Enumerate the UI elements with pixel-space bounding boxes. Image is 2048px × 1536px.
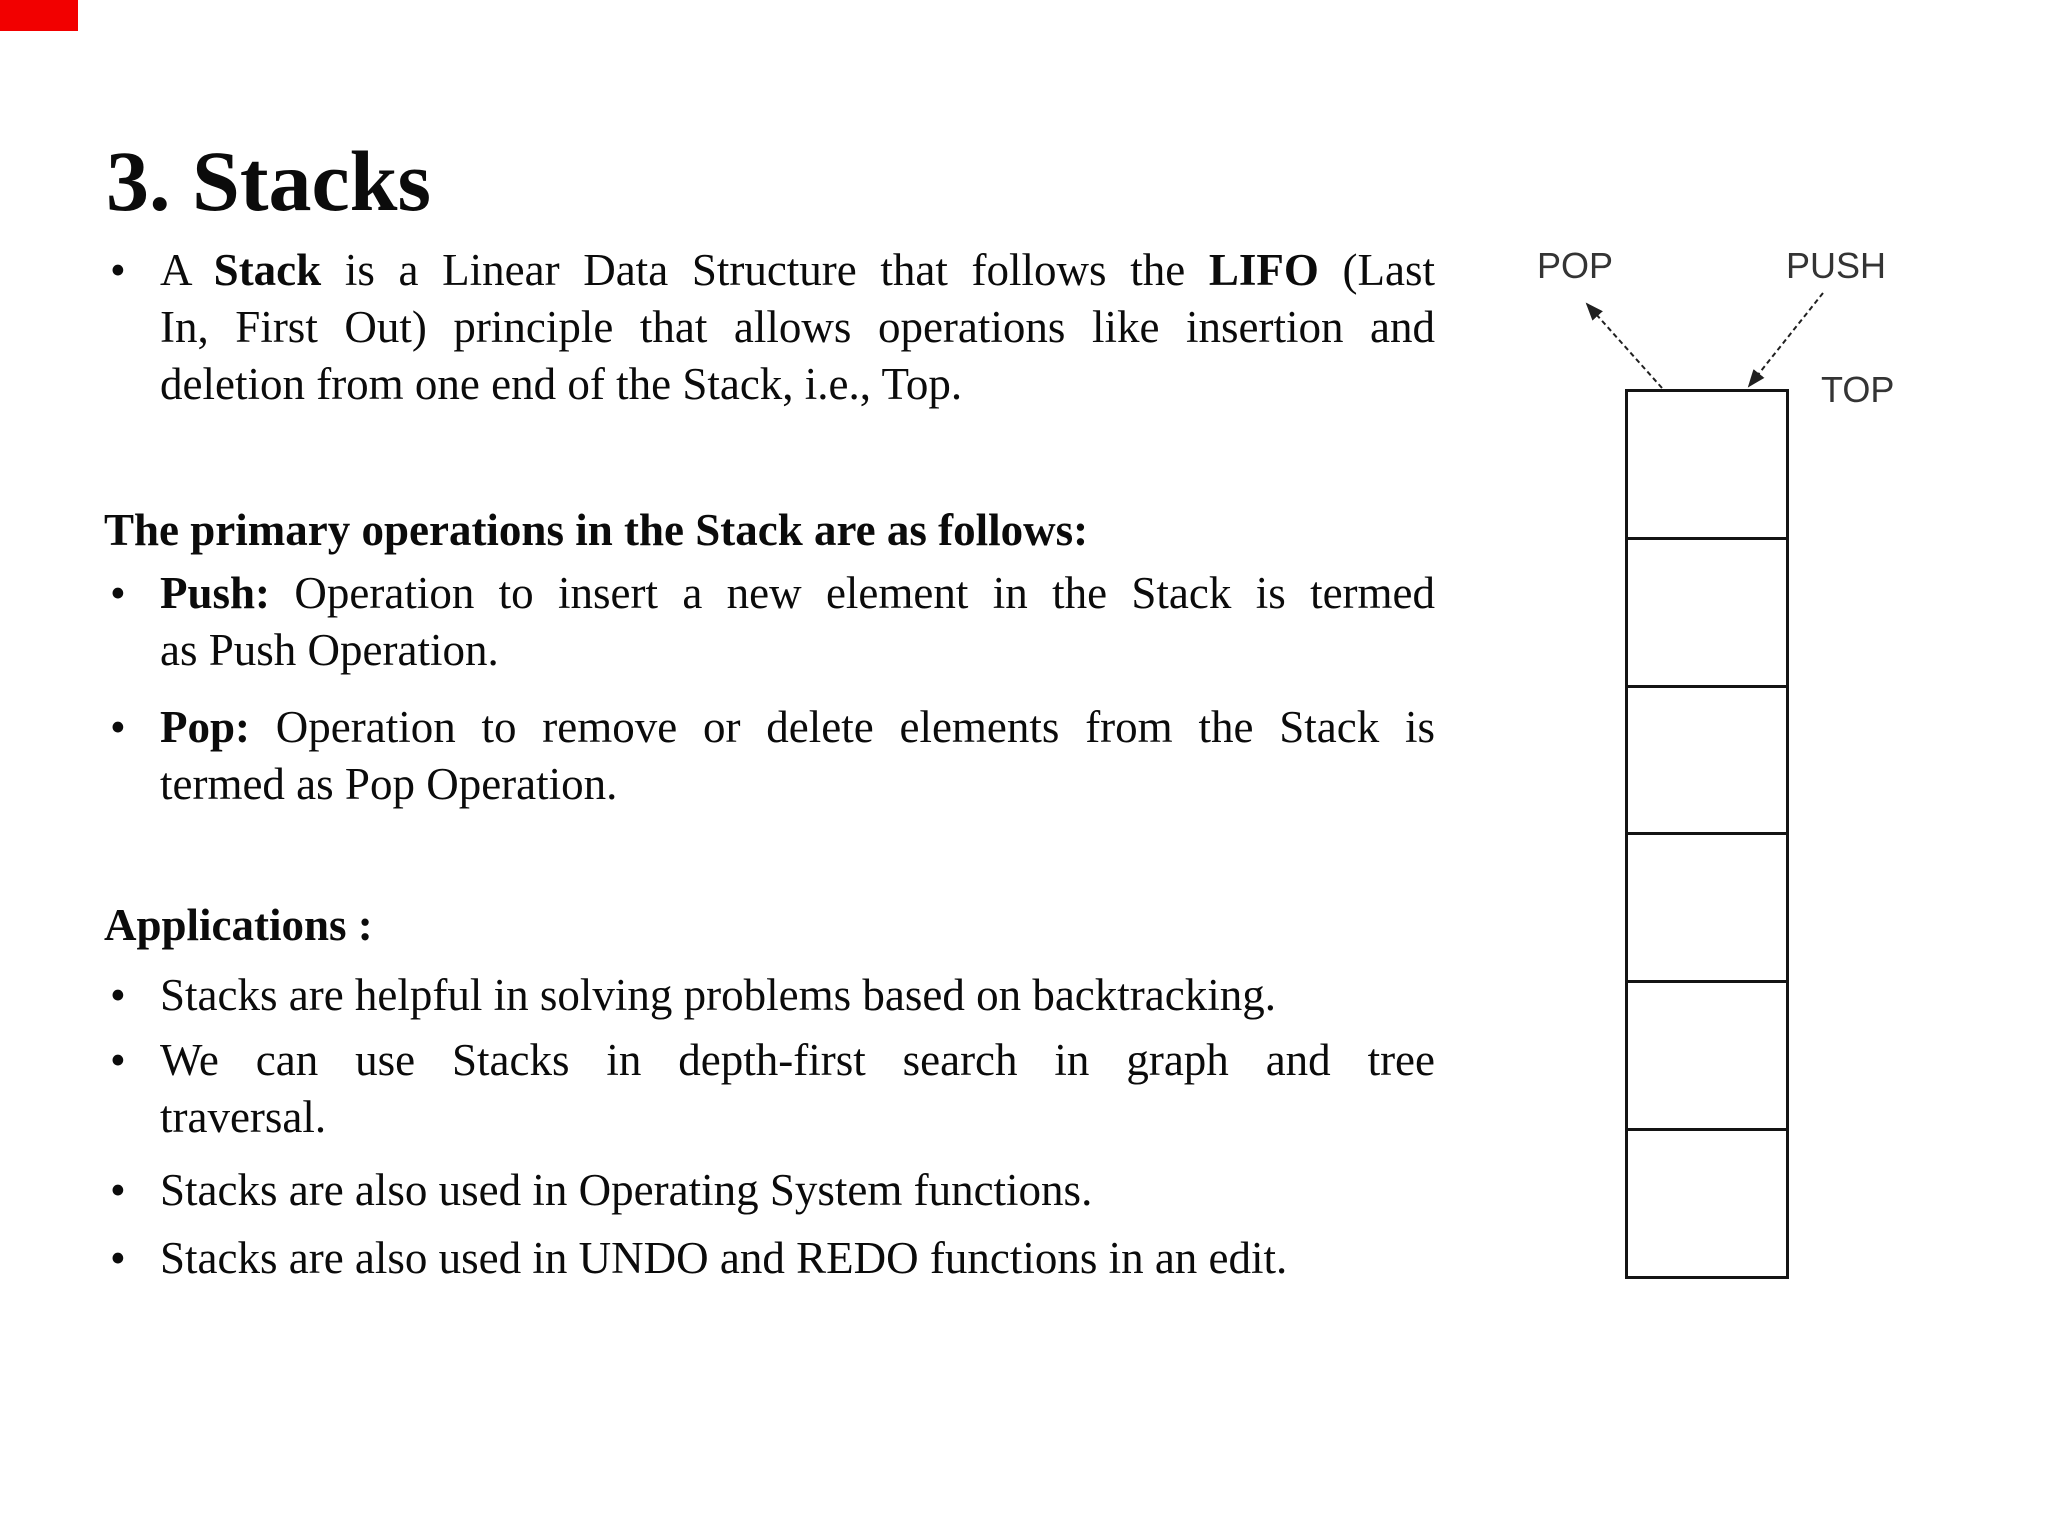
stack-diagram [1625, 389, 1789, 1279]
stack-arrows [1585, 292, 1824, 389]
top-label: TOP [1821, 369, 1895, 410]
bullet-dot: • [110, 1233, 126, 1283]
application-bullet-undo-redo: • Stacks are also used in UNDO and REDO … [104, 1230, 1435, 1287]
bullet-dot: • [110, 1165, 126, 1215]
pop-label: POP [1537, 245, 1614, 286]
stack-cell [1628, 1128, 1786, 1276]
application-bullet-text: We can use Stacks in depth-first search … [160, 1032, 1435, 1146]
operations-heading: The primary operations in the Stack are … [104, 505, 1089, 555]
intro-bullet-text: A Stack is a Linear Data Structure that … [160, 242, 1435, 413]
application-bullet-dfs: • We can use Stacks in depth-first searc… [104, 1032, 1435, 1146]
text-line: as Push Operation. [160, 625, 499, 675]
text-line: We can use Stacks in depth-first search … [160, 1035, 1435, 1085]
text-line: Pop: Operation to remove or delete eleme… [160, 702, 1435, 752]
push-bullet-text: Push: Operation to insert a new element … [160, 565, 1435, 679]
text-line: Push: Operation to insert a new element … [160, 568, 1435, 618]
pop-bullet: • Pop: Operation to remove or delete ele… [104, 699, 1435, 813]
application-bullet-text: Stacks are helpful in solving problems b… [160, 967, 1435, 1024]
text-line: termed as Pop Operation. [160, 759, 618, 809]
stack-cell [1628, 536, 1786, 685]
bullet-dot: • [110, 970, 126, 1020]
text-line: Stacks are helpful in solving problems b… [160, 970, 1276, 1020]
text-line: deletion from one end of the Stack, i.e.… [160, 359, 963, 409]
text-line: Stacks are also used in UNDO and REDO fu… [160, 1233, 1288, 1283]
bullet-dot: • [110, 245, 126, 295]
application-bullet-backtracking: • Stacks are helpful in solving problems… [104, 967, 1435, 1024]
pop-arrow [1585, 302, 1663, 389]
text-line: In, First Out) principle that allows ope… [160, 302, 1435, 352]
intro-bullet: • A Stack is a Linear Data Structure tha… [104, 242, 1435, 413]
bullet-dot: • [110, 702, 126, 752]
page-title: 3. Stacks [106, 133, 431, 229]
push-label: PUSH [1786, 245, 1887, 286]
pop-bullet-text: Pop: Operation to remove or delete eleme… [160, 699, 1435, 813]
text-line: A Stack is a Linear Data Structure that … [160, 245, 1435, 295]
text-line: Stacks are also used in Operating System… [160, 1165, 1093, 1215]
application-bullet-os: • Stacks are also used in Operating Syst… [104, 1162, 1435, 1219]
application-bullet-text: Stacks are also used in Operating System… [160, 1162, 1435, 1219]
stack-cell [1628, 980, 1786, 1128]
stack-cell [1628, 392, 1786, 537]
push-arrow [1747, 292, 1824, 388]
stack-cell [1628, 832, 1786, 980]
push-bullet: • Push: Operation to insert a new elemen… [104, 565, 1435, 679]
bullet-dot: • [110, 1035, 126, 1085]
text-line: traversal. [160, 1092, 327, 1142]
red-corner-mark [0, 0, 78, 31]
stack-cell [1628, 684, 1786, 833]
applications-heading: Applications : [104, 900, 373, 950]
bullet-dot: • [110, 568, 126, 618]
application-bullet-text: Stacks are also used in UNDO and REDO fu… [160, 1230, 1435, 1287]
